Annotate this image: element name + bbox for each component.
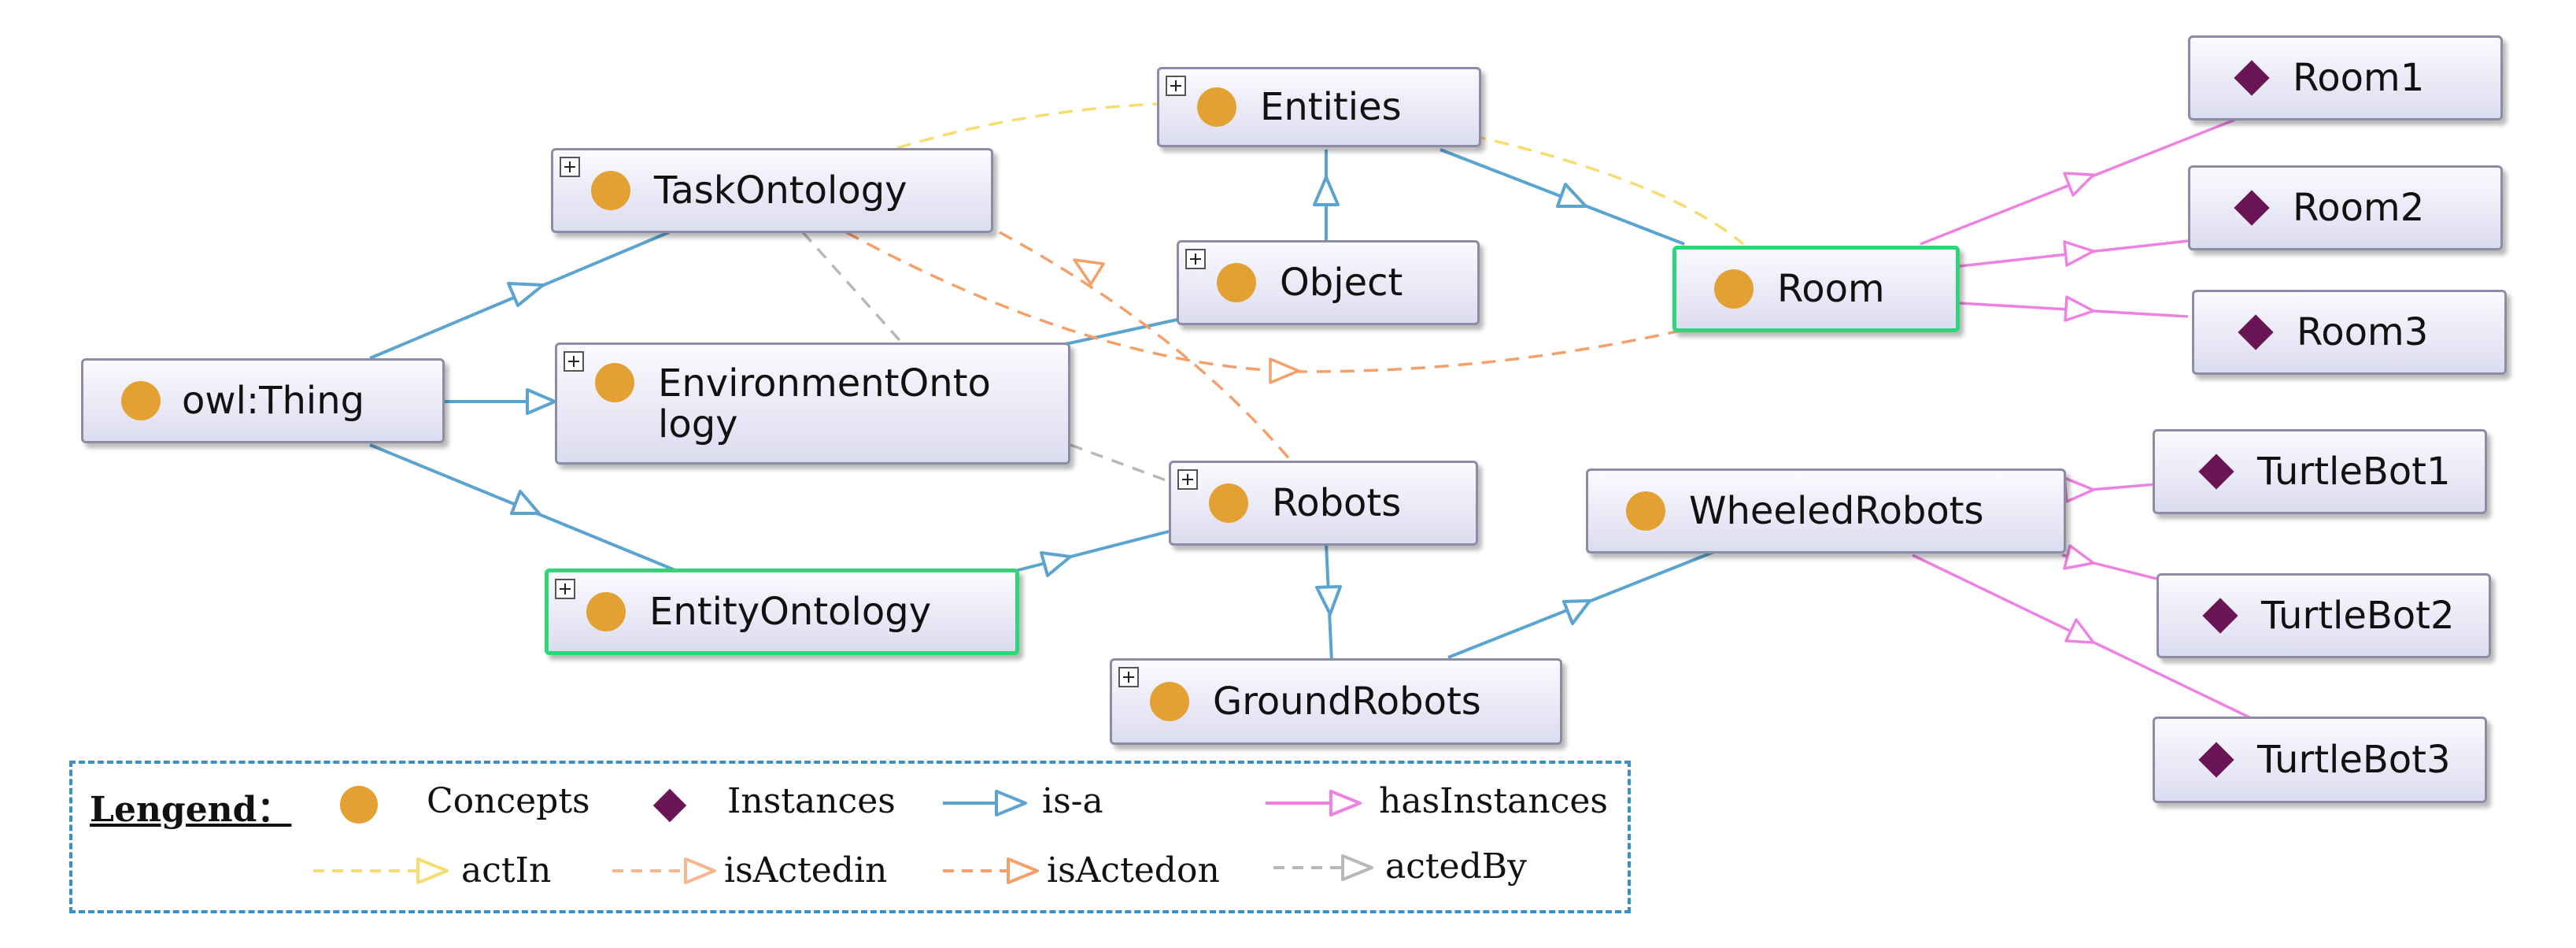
legend-swatches	[313, 790, 1373, 884]
concept-icon	[591, 171, 630, 210]
concept-icon	[121, 381, 161, 420]
concept-icon	[1714, 269, 1754, 309]
expand-icon[interactable]	[1177, 469, 1198, 490]
node-room[interactable]: Room	[1672, 246, 1960, 332]
expand-icon[interactable]	[1118, 667, 1139, 687]
legend: Lengend： Concepts Instances is-a hasInst…	[69, 761, 1631, 913]
instance-label: TurtleBot2	[2261, 594, 2455, 638]
node-object[interactable]: Object	[1177, 240, 1480, 325]
arrowhead-is-acted-on	[1269, 357, 1300, 384]
instance-turtlebot2[interactable]: TurtleBot2	[2157, 573, 2491, 658]
instance-icon	[2198, 742, 2234, 778]
arrowhead-entity-robots	[1040, 551, 1072, 577]
arrowhead-thing-env	[526, 388, 556, 415]
arrowhead-tb3	[2064, 618, 2095, 644]
expand-icon[interactable]	[555, 579, 575, 599]
edge-is-acted-in-task-robots	[999, 231, 1292, 462]
legend-concepts-label: Concepts	[427, 781, 590, 821]
node-task-ontology[interactable]: TaskOntology	[551, 148, 993, 233]
instance-icon	[2238, 314, 2274, 350]
expand-icon[interactable]	[1166, 76, 1186, 96]
node-label: Entities	[1260, 85, 1402, 129]
instance-label: Room3	[2297, 310, 2429, 354]
arrowhead-ground-wheeled	[1562, 599, 1591, 625]
legend-is-a-label: is-a	[1042, 781, 1103, 821]
expand-icon[interactable]	[1185, 249, 1206, 269]
concept-icon	[595, 362, 634, 402]
legend-act-in-label: actIn	[461, 850, 552, 891]
node-ground-robots[interactable]: GroundRobots	[1110, 658, 1562, 745]
node-robots[interactable]: Robots	[1169, 461, 1478, 546]
arrowhead-tb2	[2063, 544, 2095, 570]
node-owl-thing[interactable]: owl:Thing	[81, 358, 445, 443]
edge-is-a-object-env	[1054, 317, 1181, 348]
arrowhead-room1	[2063, 172, 2095, 197]
node-label: WheeledRobots	[1689, 489, 1984, 533]
instance-turtlebot3[interactable]: TurtleBot3	[2153, 717, 2487, 803]
node-entities[interactable]: Entities	[1157, 67, 1481, 147]
arrowhead-thing-task	[507, 282, 545, 307]
node-entity-ontology[interactable]: EntityOntology	[545, 568, 1019, 655]
expand-icon[interactable]	[564, 351, 584, 372]
instance-icon	[2234, 190, 2270, 226]
arrowhead-object-entities	[1313, 176, 1340, 206]
edge-acted-by-env-robots	[1070, 443, 1177, 486]
legend-is-acted-on-arrow	[1007, 857, 1039, 884]
instance-turtlebot1[interactable]: TurtleBot1	[2153, 429, 2487, 514]
arrowhead-room2	[2063, 240, 2095, 267]
edge-act-in-entities-room	[1471, 134, 1745, 246]
node-environment-ontology[interactable]: EnvironmentOnto logy	[555, 343, 1070, 465]
expand-icon[interactable]	[560, 157, 580, 177]
concept-icon	[1626, 491, 1665, 531]
concept-icon	[1150, 682, 1189, 721]
legend-has-instances-label: hasInstances	[1379, 781, 1608, 821]
concept-icon	[1197, 87, 1236, 127]
arrowhead-robots-ground	[1315, 585, 1342, 616]
legend-title: Lengend：	[90, 790, 292, 830]
node-label: EntityOntology	[649, 590, 932, 634]
instance-icon	[2202, 598, 2238, 634]
arrowhead-thing-entity	[510, 490, 541, 515]
legend-has-instances-arrow	[1329, 790, 1362, 817]
instance-room3[interactable]: Room3	[2192, 290, 2507, 375]
node-label: Robots	[1272, 481, 1402, 525]
instance-label: TurtleBot3	[2257, 738, 2451, 782]
concept-icon	[1209, 483, 1248, 523]
node-label: Room	[1777, 267, 1885, 311]
node-wheeled-robots[interactable]: WheeledRobots	[1586, 468, 2066, 554]
legend-is-acted-in-label: isActedin	[724, 850, 888, 891]
arrowhead-entities-room	[1556, 183, 1587, 208]
instance-room1[interactable]: Room1	[2188, 35, 2503, 120]
node-label: EnvironmentOnto logy	[658, 361, 991, 446]
edge-acted-by-task-env	[801, 231, 907, 348]
legend-acted-by-arrow	[1341, 854, 1373, 881]
node-label: GroundRobots	[1213, 680, 1481, 724]
instance-icon	[2234, 60, 2270, 96]
arrowhead-tb1	[2063, 476, 2095, 503]
instance-label: Room2	[2293, 186, 2425, 230]
legend-is-a-arrow	[995, 790, 1027, 817]
instance-label: Room1	[2293, 56, 2425, 100]
legend-instances-label: Instances	[727, 781, 896, 821]
legend-is-acted-on-label: isActedon	[1047, 850, 1220, 891]
instance-room2[interactable]: Room2	[2188, 165, 2503, 250]
instance-label: TurtleBot1	[2257, 450, 2451, 494]
arrowhead-room3	[2064, 295, 2095, 322]
edge-is-a-entity-robots	[1015, 530, 1170, 572]
legend-act-in-arrow	[416, 857, 449, 884]
node-label: owl:Thing	[182, 379, 365, 423]
instance-icon	[2198, 454, 2234, 490]
concept-icon	[1217, 263, 1256, 302]
node-label: TaskOntology	[654, 168, 907, 213]
concept-icon	[586, 592, 626, 631]
arrowhead-is-acted-in	[1073, 258, 1105, 286]
node-label: Object	[1280, 261, 1403, 305]
edge-act-in-task-entities	[896, 102, 1158, 150]
legend-acted-by-label: actedBy	[1385, 846, 1527, 887]
legend-concept-icon	[340, 786, 378, 824]
legend-is-acted-in-arrow	[684, 857, 716, 884]
